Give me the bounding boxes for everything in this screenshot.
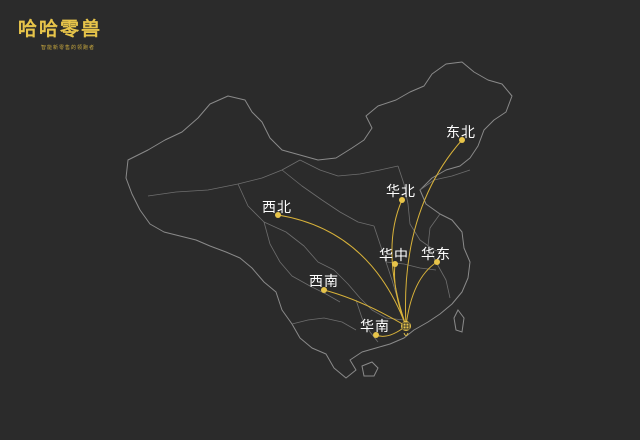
route-lines [277,139,463,337]
dot-xinan [321,287,327,293]
country-outline [125,61,513,379]
route-dongbei [405,139,463,327]
route-huazhong [394,263,407,327]
brand-title: 哈哈零兽 [18,18,103,40]
route-huabei [391,199,407,327]
dot-huadong [434,259,440,265]
label-huanan: 华南 [360,319,390,335]
taiwan-outline [453,309,465,333]
route-xibei [277,214,407,327]
brand-subtitle: 智能新零售的领跑者 [40,45,95,51]
label-huazhong: 华中 [379,248,409,264]
brand-logo: 哈哈零兽 智能新零售的领跑者 [18,14,118,51]
route-huadong [405,261,438,327]
hainan-outline [361,361,379,377]
label-huadong: 华东 [421,247,451,263]
label-xibei: 西北 [262,200,292,216]
dot-huazhong [392,261,398,267]
dot-xibei [275,212,281,218]
hub-marker-icon [401,321,411,336]
route-xinan [323,289,407,327]
label-huabei: 华北 [386,184,416,200]
region-dots [275,137,465,338]
dot-dongbei [459,137,465,143]
label-dongbei: 东北 [446,125,476,141]
dot-huanan [373,332,379,338]
label-xinan: 西南 [309,274,339,290]
dot-huabei [399,197,405,203]
province-borders [147,159,471,343]
